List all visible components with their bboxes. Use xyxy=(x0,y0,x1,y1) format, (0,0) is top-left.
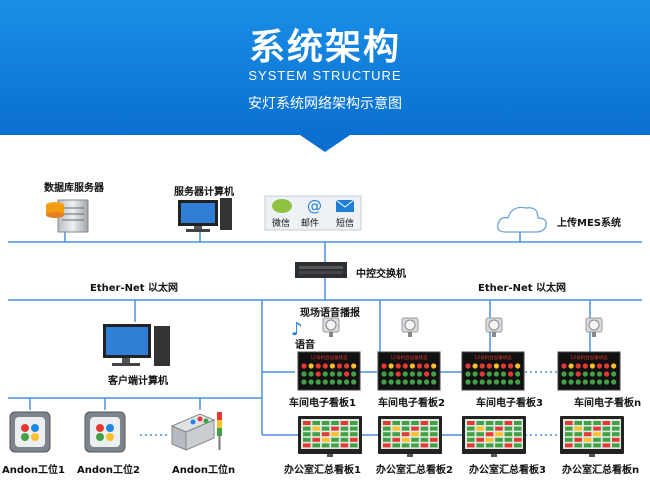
shopfloor-board-icon: 12号机台设备状态 xyxy=(377,351,441,391)
server-computer-icon xyxy=(178,198,232,232)
voice-label: 语音 xyxy=(295,340,315,351)
mail-label: 邮件 xyxy=(301,219,320,229)
server-pc-label: 服务器计算机 xyxy=(174,187,234,198)
andon-label-2: Andon工位2 xyxy=(77,465,140,476)
andon-box-icon xyxy=(9,411,51,453)
sms-label: 短信 xyxy=(336,219,355,229)
board-label-2: 车间电子看板2 xyxy=(378,398,445,409)
shopfloor-board-icon: 12号机台设备状态 xyxy=(461,351,525,391)
sms-icon xyxy=(335,199,355,212)
dotted-continuations xyxy=(140,371,557,436)
mail-icon: @ xyxy=(307,197,322,215)
header-banner xyxy=(0,0,650,152)
speaker-icon xyxy=(322,317,340,337)
shopfloor-board-icon: 12号机台设备状态 xyxy=(297,351,361,391)
notification-group: @ xyxy=(264,195,362,231)
diagram-subtitle: 安灯系统网络架构示意图 xyxy=(248,96,402,112)
wechat-icon xyxy=(272,199,292,213)
board-label-n: 车间电子看板n xyxy=(574,398,642,409)
board-label-3: 车间电子看板3 xyxy=(476,398,543,409)
andon-label-1: Andon工位1 xyxy=(2,465,65,476)
office-board-icon xyxy=(298,416,362,457)
board-screen-title: 12号机台设备状态 xyxy=(390,354,428,361)
office-board-label-n: 办公室汇总看板n xyxy=(562,465,640,476)
music-note-icon: ♪ xyxy=(291,319,303,340)
voice-broadcast-label: 现场语音播报 xyxy=(300,308,360,319)
board-screen-title: 12号机台设备状态 xyxy=(474,354,512,361)
tower-light-icon xyxy=(217,412,222,450)
speaker-icon xyxy=(401,317,419,337)
shopfloor-board-icon: 12号机台设备状态 xyxy=(557,351,621,391)
network-switch-icon xyxy=(295,262,347,278)
database-server-icon xyxy=(46,199,89,233)
speaker-icon xyxy=(585,317,603,337)
office-board-label-2: 办公室汇总看板2 xyxy=(376,465,453,476)
english-subtitle: SYSTEM STRUCTURE xyxy=(248,68,402,83)
cloud-icon xyxy=(497,206,547,233)
speaker-icon xyxy=(485,317,503,337)
speaker-icon xyxy=(322,317,603,337)
client-pc-label: 客户端计算机 xyxy=(108,376,168,387)
client-computer-icon xyxy=(103,324,170,366)
board-screen-title: 12号机台设备状态 xyxy=(310,354,348,361)
andon-label-n: Andon工位n xyxy=(172,465,236,476)
office-board-label-3: 办公室汇总看板3 xyxy=(469,465,546,476)
switch-label: 中控交换机 xyxy=(356,269,406,280)
office-board-icon xyxy=(462,416,526,457)
office-board-icon xyxy=(560,416,624,457)
page-title: 系统架构 xyxy=(248,27,401,68)
db-server-label: 数据库服务器 xyxy=(44,183,104,194)
office-board-label-1: 办公室汇总看板1 xyxy=(284,465,361,476)
wechat-label: 微信 xyxy=(272,219,291,229)
office-board-icon xyxy=(378,416,442,457)
board-label-1: 车间电子看板1 xyxy=(289,398,356,409)
board-screen-title: 12号机台设备状态 xyxy=(570,354,608,361)
andon-box-icon xyxy=(170,413,216,451)
andon-box-icon xyxy=(84,411,126,453)
ethernet-left-label: Ether-Net 以太网 xyxy=(90,283,179,294)
mes-label: 上传MES系统 xyxy=(557,218,621,229)
ethernet-right-label: Ether-Net 以太网 xyxy=(478,283,567,294)
